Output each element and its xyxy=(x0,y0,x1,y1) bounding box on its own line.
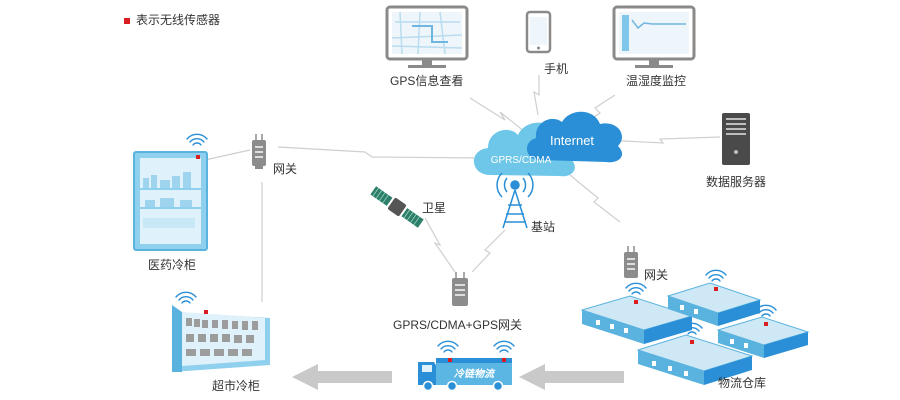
arrow-icon xyxy=(292,364,392,390)
phone-label: 手机 xyxy=(544,62,569,76)
server-icon xyxy=(722,113,750,165)
link-satellite-gateway xyxy=(424,217,456,273)
wifi-icon xyxy=(186,133,208,146)
wifi-icon xyxy=(705,269,727,282)
gprs-gps-gateway-label: GPRS/CDMA+GPS网关 xyxy=(393,318,523,332)
internet-label: Internet xyxy=(550,133,594,148)
fridge-icon xyxy=(133,151,208,251)
phone-icon xyxy=(525,10,552,54)
data-server-label: 数据服务器 xyxy=(706,175,767,189)
link-server-cloud xyxy=(604,136,721,144)
gateway-top-label: 网关 xyxy=(273,162,298,176)
link-tower-gateway xyxy=(471,229,506,273)
tower-icon xyxy=(496,172,534,229)
base-station-label: 基站 xyxy=(531,220,556,234)
wifi-icon xyxy=(625,282,647,295)
warehouse-label: 物流仓库 xyxy=(718,376,767,390)
warehouse-icon xyxy=(580,282,810,385)
medicine-cabinet-label: 医药冷柜 xyxy=(148,258,197,272)
arrow-icon xyxy=(519,364,624,390)
satellite-label: 卫星 xyxy=(422,201,447,215)
flow-arrows xyxy=(292,364,624,390)
supermarket-cabinet-label: 超市冷柜 xyxy=(212,379,261,393)
sensor-marker-icon xyxy=(124,17,130,24)
temp-monitor-label: 温湿度监控 xyxy=(626,74,687,88)
gateway-icon xyxy=(252,134,266,169)
gateway-right-label: 网关 xyxy=(644,268,669,282)
connection-lines xyxy=(204,75,721,302)
gprs-cdma-label: GPRS/CDMA xyxy=(491,155,552,166)
gateway-icon xyxy=(452,272,468,306)
truck-label: 冷链物流 xyxy=(454,368,496,380)
link-cloud-warehouse xyxy=(569,174,621,223)
link-gateway-cloud xyxy=(277,146,481,159)
truck-icon xyxy=(418,358,512,392)
link-gps-cloud xyxy=(469,97,526,133)
wifi-icon xyxy=(437,340,459,353)
legend-label: 表示无线传感器 xyxy=(136,13,221,27)
legend: 表示无线传感器 xyxy=(124,11,220,28)
cloud-icon xyxy=(473,111,623,177)
wifi-icon xyxy=(175,291,197,304)
gateway-icon xyxy=(624,246,638,278)
monitor-map-icon xyxy=(385,5,469,68)
shelf-icon xyxy=(172,305,270,372)
link-phone-cloud xyxy=(533,75,540,116)
link-gateway-cabinet xyxy=(204,149,251,161)
gps-viewer-label: GPS信息查看 xyxy=(390,74,464,88)
monitor-chart-icon xyxy=(612,5,696,68)
satellite-icon xyxy=(370,186,424,228)
wifi-icon xyxy=(681,322,703,335)
wifi-icon xyxy=(755,304,777,317)
wifi-icon xyxy=(493,340,515,353)
